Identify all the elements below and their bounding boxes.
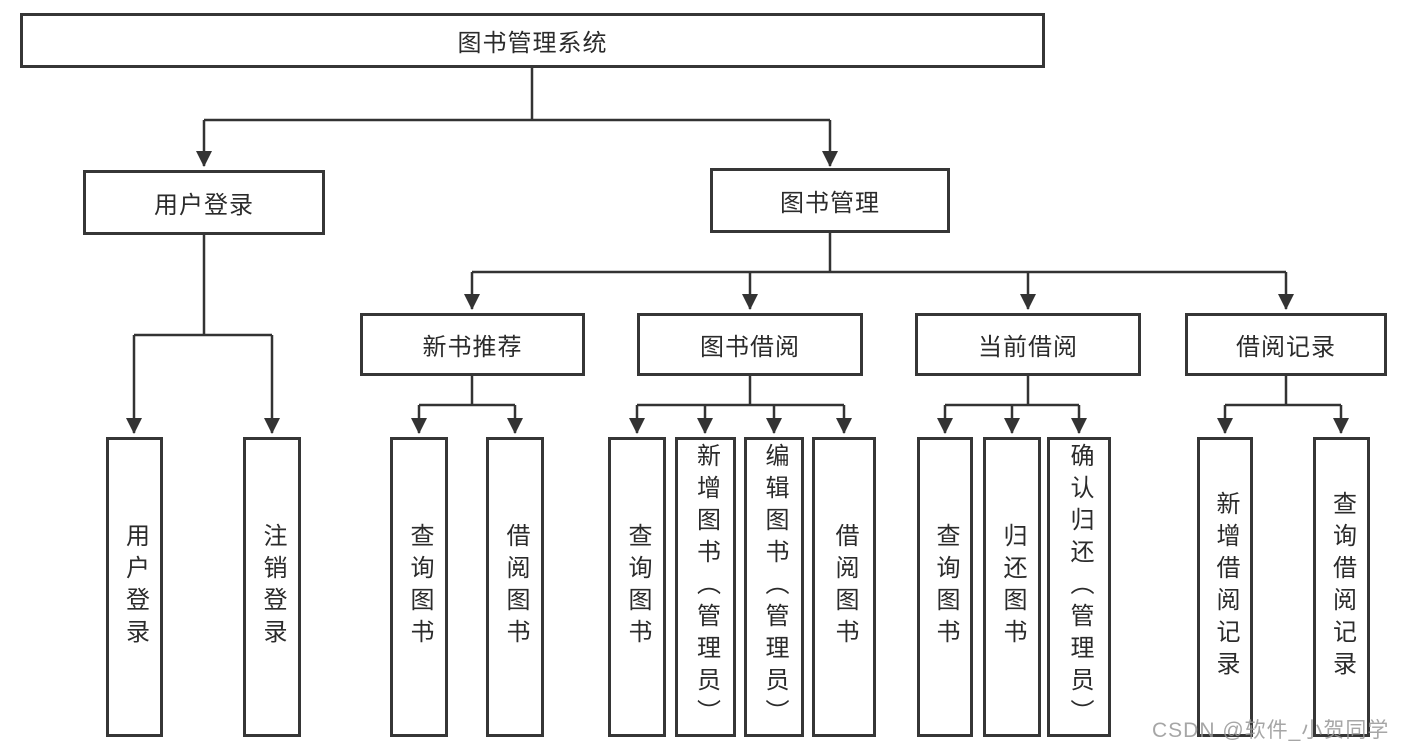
leaf-add-books-admin: 新增图书（管理员） bbox=[675, 437, 736, 737]
node-user-login: 用户登录 bbox=[83, 170, 325, 235]
csdn-watermark: CSDN @软件_小贺同学 bbox=[1152, 719, 1390, 742]
node-book-management: 图书管理 bbox=[710, 168, 950, 233]
leaf-borrow-books-borrowing: 借阅图书 bbox=[812, 437, 876, 737]
leaf-query-books-current: 查询图书 bbox=[917, 437, 973, 737]
node-book-borrowing: 图书借阅 bbox=[637, 313, 863, 376]
node-borrowing-records: 借阅记录 bbox=[1185, 313, 1387, 376]
leaf-logout: 注销登录 bbox=[243, 437, 301, 737]
leaf-query-borrow-record: 查询借阅记录 bbox=[1313, 437, 1370, 737]
leaf-confirm-return-admin: 确认归还（管理员） bbox=[1047, 437, 1111, 737]
leaf-edit-books-admin: 编辑图书（管理员） bbox=[744, 437, 804, 737]
node-library-management-system: 图书管理系统 bbox=[20, 13, 1045, 68]
leaf-return-books: 归还图书 bbox=[983, 437, 1041, 737]
node-new-book-recommendation: 新书推荐 bbox=[360, 313, 585, 376]
leaf-user-login: 用户登录 bbox=[106, 437, 163, 737]
node-current-borrowing: 当前借阅 bbox=[915, 313, 1141, 376]
leaf-query-books-borrowing: 查询图书 bbox=[608, 437, 666, 737]
leaf-borrow-books-recommend: 借阅图书 bbox=[486, 437, 544, 737]
leaf-query-books-recommend: 查询图书 bbox=[390, 437, 448, 737]
leaf-add-borrow-record: 新增借阅记录 bbox=[1197, 437, 1253, 737]
